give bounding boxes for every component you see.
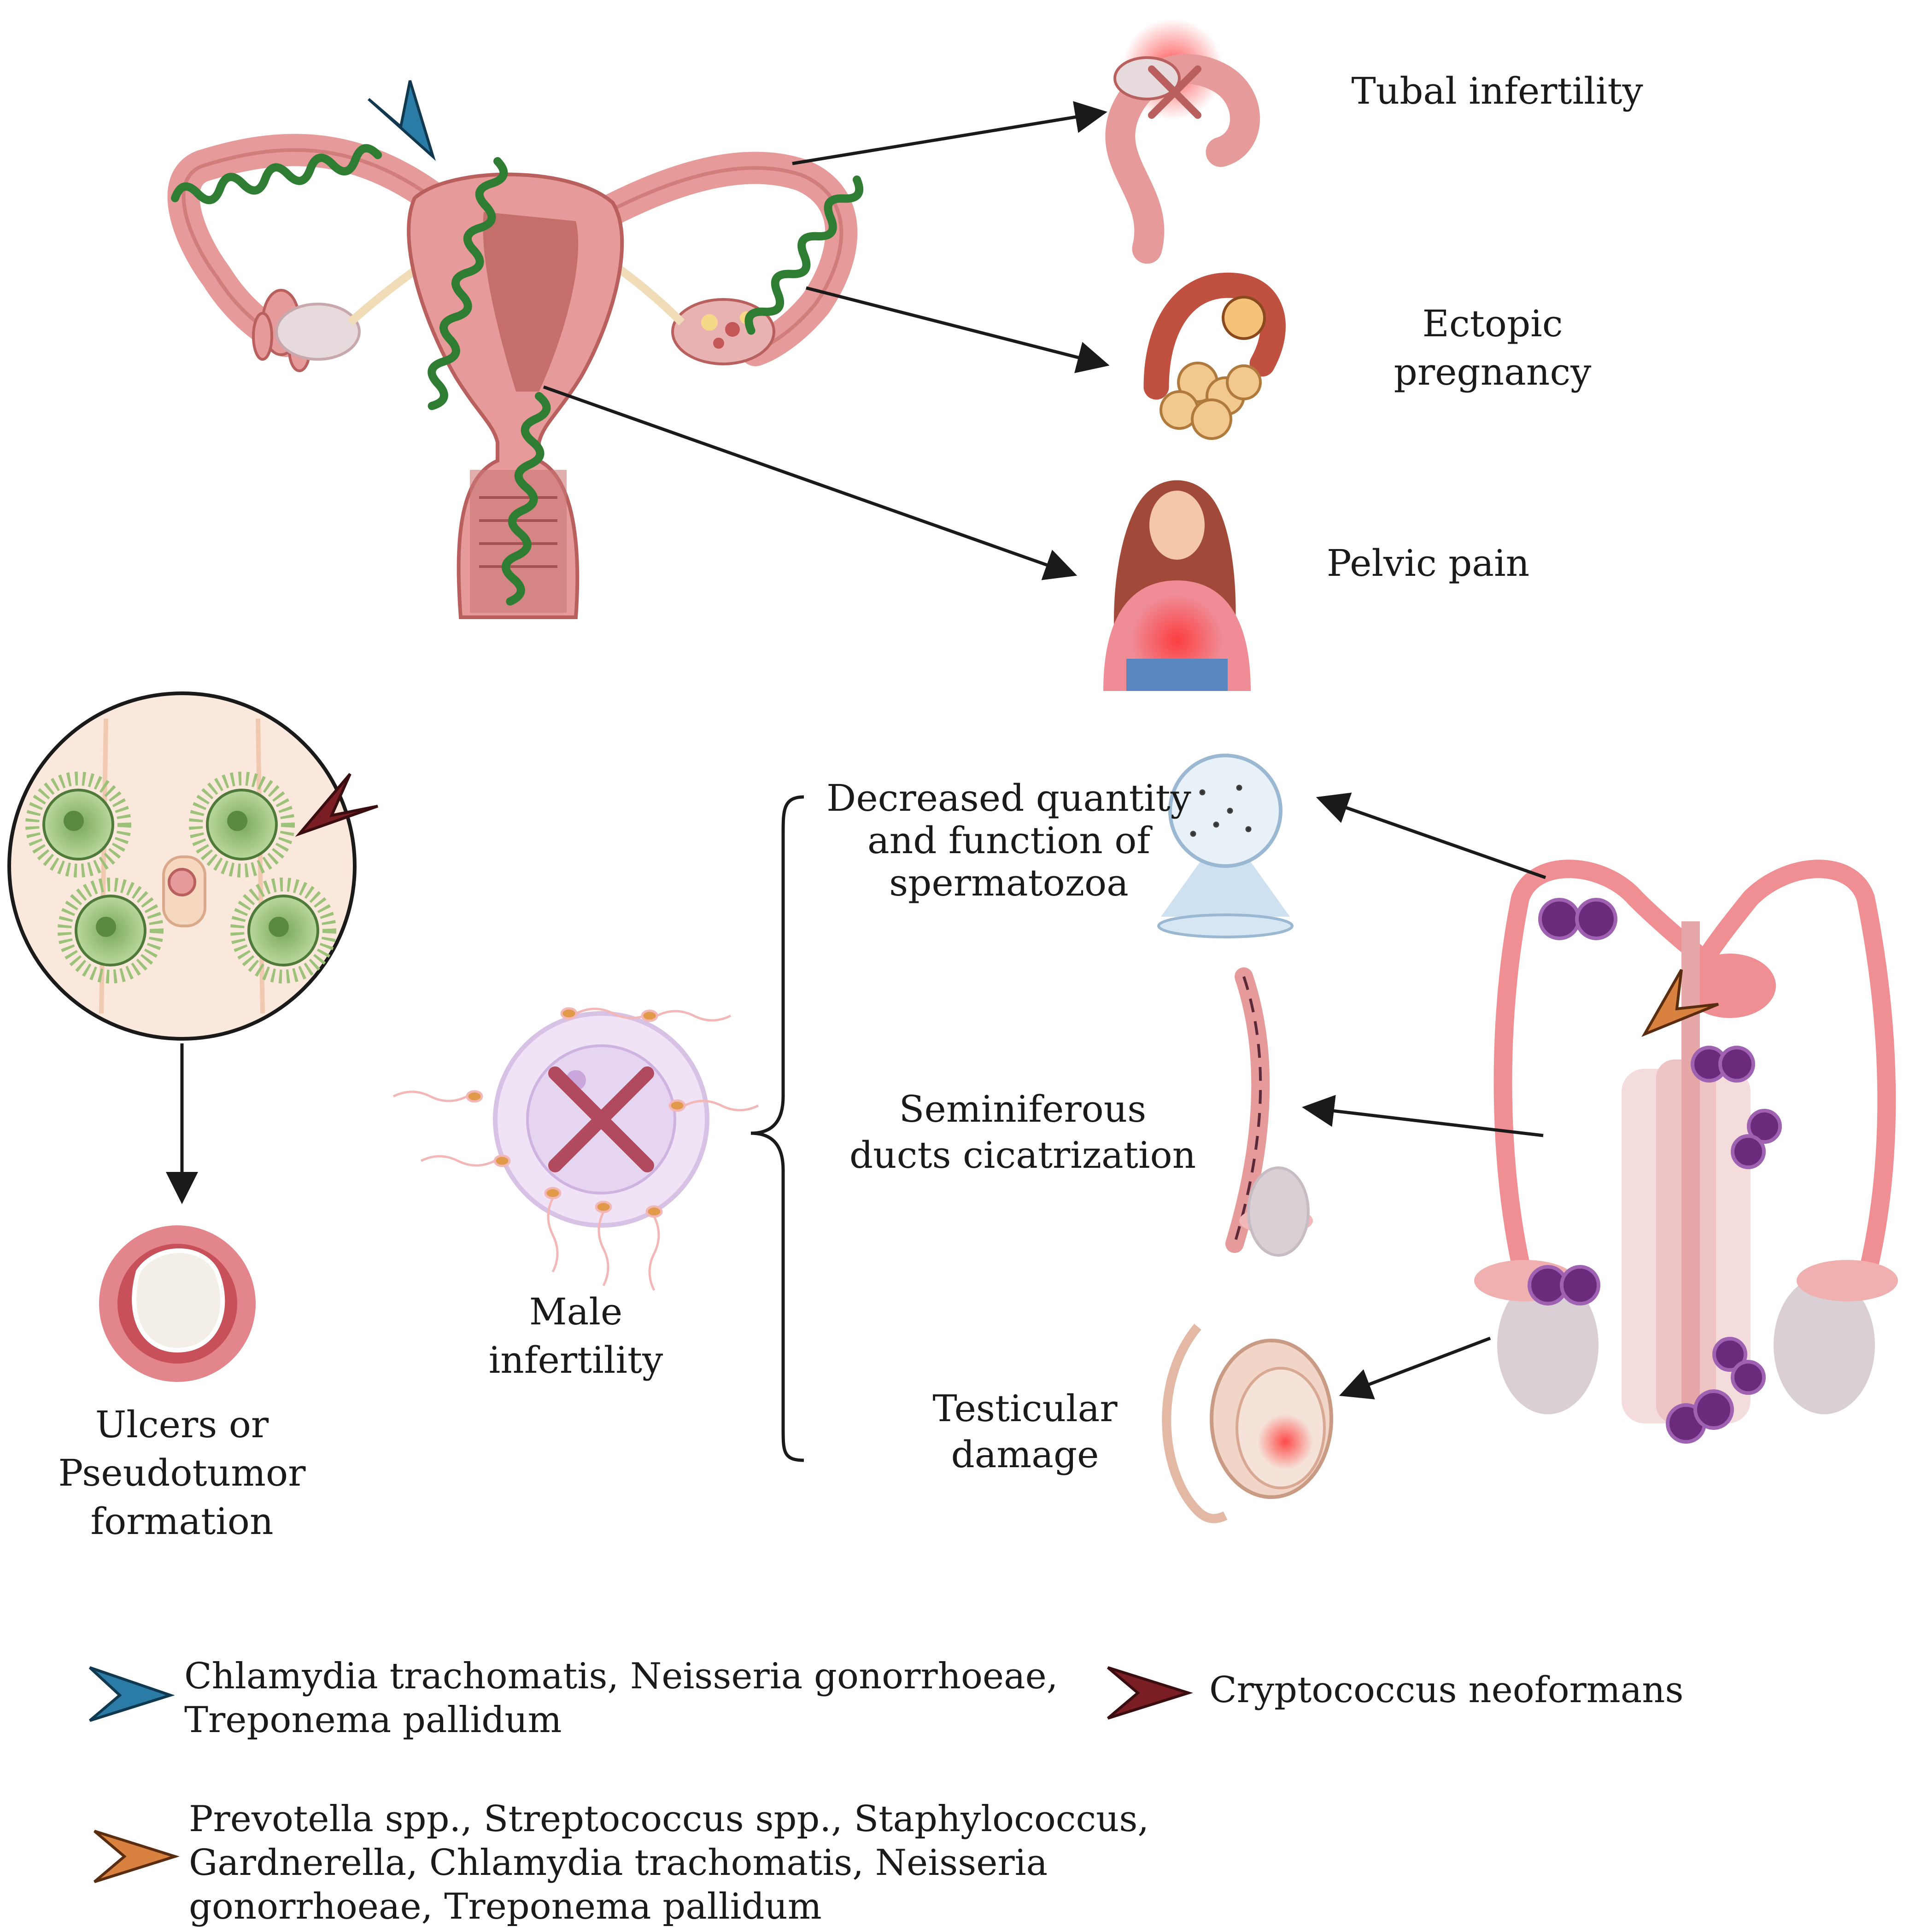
testicular-label-line1: Testicular xyxy=(932,1387,1118,1430)
legend-blue-line2: Treponema pallidum xyxy=(184,1699,562,1741)
orange-arrowhead-marker xyxy=(1641,969,1719,1037)
diplococci-bacteria xyxy=(1528,898,1782,1444)
red-arrowhead-marker xyxy=(295,773,378,837)
female-arrows xyxy=(543,101,1110,580)
male-infertility-label-line1: Male xyxy=(529,1290,623,1333)
blue-arrowhead-marker xyxy=(368,80,436,161)
pelvic-pain-icon xyxy=(1103,480,1251,691)
seminiferous-label-line1: Seminiferous xyxy=(899,1088,1147,1130)
curly-brace xyxy=(750,795,804,1462)
ectopic-pregnancy-label-line2: pregnancy xyxy=(1394,351,1592,393)
uterus-illustration xyxy=(167,80,864,619)
pelvic-pain-label: Pelvic pain xyxy=(1327,542,1529,585)
legend-red-line1: Cryptococcus neoformans xyxy=(1209,1669,1684,1711)
decreased-sperm-label-line3: spermatozoa xyxy=(889,861,1129,904)
legend-orange-line3: gonorrhoeae, Treponema pallidum xyxy=(189,1886,822,1927)
tubal-infertility-label: Tubal infertility xyxy=(1351,70,1643,112)
male-tract-illustration xyxy=(1474,860,1898,1444)
spermatozoa-microscope-icon xyxy=(1157,754,1294,938)
ulcers-label-line1: Ulcers or xyxy=(95,1403,269,1446)
legend-orange-line1: Prevotella spp., Streptococcus spp., Sta… xyxy=(189,1798,1149,1840)
legend: Chlamydia trachomatis, Neisseria gonorrh… xyxy=(88,1656,1684,1927)
spirochete-bacteria xyxy=(171,144,864,606)
ectopic-pregnancy-icon xyxy=(1143,272,1286,440)
ulcers-label-line2: Pseudotumor xyxy=(59,1452,306,1494)
testis-section-icon xyxy=(1162,1323,1333,1523)
cryptococcus-panel xyxy=(7,691,378,1041)
tubal-infertility-icon xyxy=(1105,18,1260,264)
legend-blue-line1: Chlamydia trachomatis, Neisseria gonorrh… xyxy=(184,1656,1058,1697)
legend-orange-arrowhead xyxy=(94,1830,180,1883)
legend-orange-line2: Gardnerella, Chlamydia trachomatis, Neis… xyxy=(189,1842,1048,1884)
seminiferous-label-line2: ducts cicatrization xyxy=(849,1134,1196,1177)
legend-blue-arrowhead xyxy=(88,1666,175,1722)
left-ovary xyxy=(275,303,361,361)
legend-red-arrowhead xyxy=(1107,1666,1194,1720)
ulcers-label-line3: formation xyxy=(91,1500,274,1543)
ulcer-icon xyxy=(99,1225,256,1382)
ectopic-pregnancy-label-line1: Ectopic xyxy=(1422,302,1563,345)
seminiferous-duct-icon xyxy=(1225,967,1313,1257)
testicular-label-line2: damage xyxy=(951,1433,1099,1476)
decreased-sperm-label-line1: Decreased quantity xyxy=(826,777,1191,820)
male-infertility-label-line2: infertility xyxy=(489,1339,663,1382)
decreased-sperm-label-line2: and function of xyxy=(867,819,1153,862)
male-infertility-icon xyxy=(392,1007,759,1291)
sperm-cells xyxy=(392,1007,759,1291)
cryptococcus-cells xyxy=(25,772,336,984)
male-arrows xyxy=(1302,792,1546,1399)
